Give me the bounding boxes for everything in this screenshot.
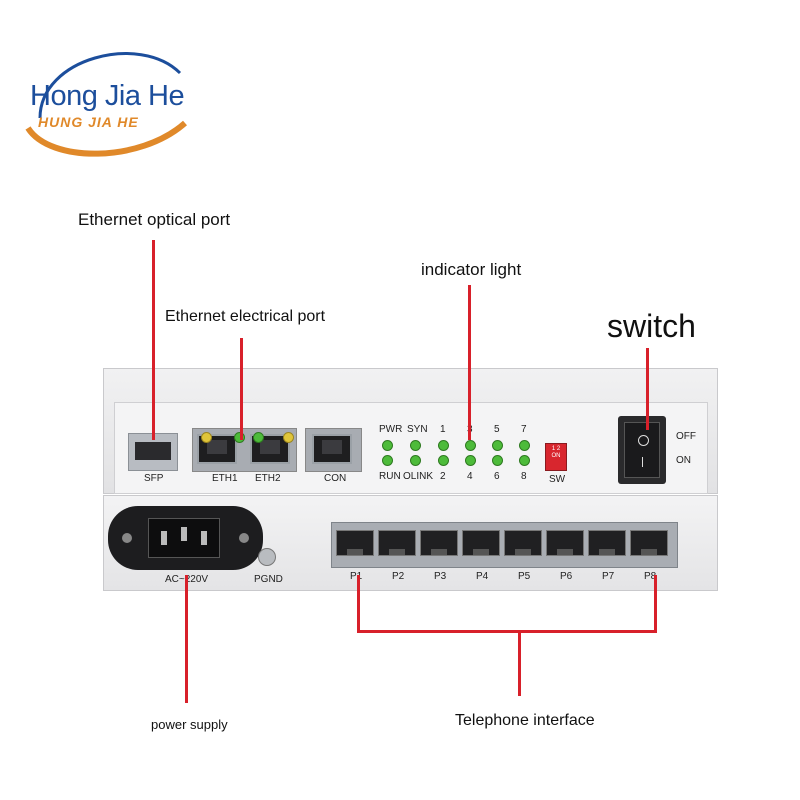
phone-port-p1 bbox=[336, 530, 374, 556]
sw-label: SW bbox=[549, 474, 566, 485]
phone-label-p6: P6 bbox=[560, 571, 573, 582]
phone-label-p2: P2 bbox=[392, 571, 405, 582]
con-port bbox=[312, 434, 352, 464]
callout-line-phone-stem bbox=[518, 632, 521, 696]
eth2-port bbox=[250, 434, 290, 464]
led-label-syn: SYN bbox=[407, 424, 428, 435]
sfp-label: SFP bbox=[144, 473, 164, 484]
led-label-run: RUN bbox=[379, 471, 401, 482]
phone-label-p7: P7 bbox=[602, 571, 615, 582]
switch-off-label: OFF bbox=[676, 431, 696, 442]
syn-led-icon bbox=[410, 440, 421, 451]
eth1-port bbox=[197, 434, 237, 464]
callout-telephone-interface: Telephone interface bbox=[455, 712, 595, 729]
eth2-label: ETH2 bbox=[255, 473, 281, 484]
phone-port-p6 bbox=[546, 530, 584, 556]
led-6-icon bbox=[492, 455, 503, 466]
logo-subtitle: HUNG JIA HE bbox=[38, 114, 139, 130]
phone-port-p2 bbox=[378, 530, 416, 556]
callout-line-switch bbox=[646, 348, 649, 430]
led-3-icon bbox=[465, 440, 476, 451]
led-label-7: 7 bbox=[521, 424, 527, 435]
callout-line-phone-bracket bbox=[357, 630, 657, 633]
callout-line-phone-right bbox=[654, 575, 657, 633]
dip-switch[interactable]: 1 2 ON bbox=[545, 443, 567, 471]
led-label-5: 5 bbox=[494, 424, 500, 435]
phone-port-p7 bbox=[588, 530, 626, 556]
led-label-pwr: PWR bbox=[379, 424, 403, 435]
led-4-icon bbox=[465, 455, 476, 466]
led-label-1: 1 bbox=[440, 424, 446, 435]
led-2-icon bbox=[438, 455, 449, 466]
olink-led-icon bbox=[410, 455, 421, 466]
phone-label-p8: P8 bbox=[644, 571, 657, 582]
run-led-icon bbox=[382, 455, 393, 466]
eth1-link-led-icon bbox=[234, 432, 245, 443]
phone-port-p4 bbox=[462, 530, 500, 556]
pwr-led-icon bbox=[382, 440, 393, 451]
callout-line-power bbox=[185, 575, 188, 703]
callout-line-electrical bbox=[240, 338, 243, 440]
led-5-icon bbox=[492, 440, 503, 451]
led-8-icon bbox=[519, 455, 530, 466]
phone-label-p4: P4 bbox=[476, 571, 489, 582]
led-label-6: 6 bbox=[494, 471, 500, 482]
led-label-olink: OLINK bbox=[403, 471, 434, 482]
led-label-8: 8 bbox=[521, 471, 527, 482]
eth2-led-icon bbox=[253, 432, 264, 443]
led-7-icon bbox=[519, 440, 530, 451]
power-inlet bbox=[108, 506, 263, 570]
pgnd-screw-icon bbox=[258, 548, 276, 566]
phone-label-p3: P3 bbox=[434, 571, 447, 582]
callout-switch: switch bbox=[607, 308, 696, 344]
phone-label-p1: P1 bbox=[350, 571, 362, 582]
logo-swoosh bbox=[25, 52, 187, 157]
con-label: CON bbox=[324, 473, 347, 484]
eth1-label: ETH1 bbox=[212, 473, 238, 484]
switch-on-label: ON bbox=[676, 455, 691, 466]
dip-switch-label: 1 2 ON bbox=[551, 446, 561, 459]
led-1-icon bbox=[438, 440, 449, 451]
callout-line-optical bbox=[152, 240, 155, 440]
callout-indicator-light: indicator light bbox=[421, 260, 522, 279]
power-rocker-switch[interactable] bbox=[618, 416, 666, 484]
phone-label-p5: P5 bbox=[518, 571, 531, 582]
callout-line-phone-left bbox=[357, 575, 360, 633]
callout-ethernet-optical-port: Ethernet optical port bbox=[78, 210, 231, 229]
phone-port-p8 bbox=[630, 530, 668, 556]
eth2-link-led-icon bbox=[283, 432, 294, 443]
pgnd-label: PGND bbox=[254, 574, 283, 585]
logo-name: Hong Jia He bbox=[30, 80, 185, 112]
led-label-4: 4 bbox=[467, 471, 473, 482]
phone-port-p5 bbox=[504, 530, 542, 556]
callout-line-indicator bbox=[468, 285, 471, 440]
phone-port-p3 bbox=[420, 530, 458, 556]
callout-power-supply: power supply bbox=[151, 717, 228, 732]
callout-ethernet-electrical-port: Ethernet electrical port bbox=[165, 308, 326, 325]
eth1-led-icon bbox=[201, 432, 212, 443]
led-label-2: 2 bbox=[440, 471, 446, 482]
